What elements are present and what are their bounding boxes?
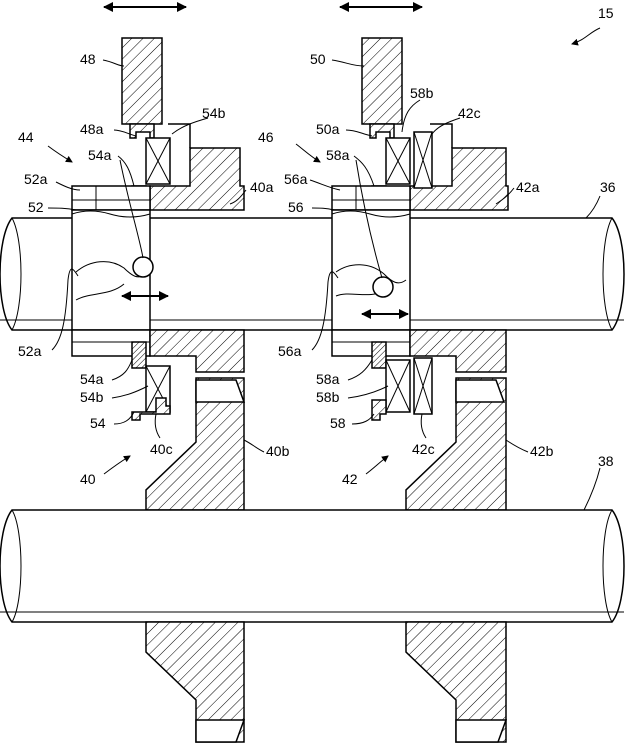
sleeve-56-bottom-rim — [331, 329, 411, 357]
gear-40-hub-step — [168, 123, 191, 148]
sleeve-56-top-rim — [331, 185, 411, 211]
label-48a: 48a — [80, 121, 104, 137]
label-54b-top: 54b — [202, 105, 226, 121]
label-44: 44 — [18, 129, 34, 145]
gear-40-tooth-top — [195, 379, 246, 403]
label-40: 40 — [80, 471, 96, 487]
label-52a-bottom: 52a — [18, 343, 42, 359]
label-36: 36 — [600, 179, 616, 195]
shift-fork-48 — [121, 37, 163, 125]
gear-40a-upper — [149, 147, 245, 211]
ref-15-arrow — [571, 27, 601, 46]
label-40a: 40a — [250, 179, 274, 195]
gear-42-lower-hub — [409, 329, 507, 373]
label-54: 54 — [90, 415, 106, 431]
label-42c-top: 42c — [458, 105, 481, 121]
label-42a: 42a — [516, 179, 540, 195]
label-42b: 42b — [530, 443, 554, 459]
label-54a-bottom: 54a — [80, 371, 104, 387]
label-58a-bottom: 58a — [316, 371, 340, 387]
label-56: 56 — [288, 199, 304, 215]
label-50: 50 — [310, 51, 326, 67]
gear-42-tooth-bottom — [455, 719, 508, 743]
sleeve-52-top-rim — [71, 185, 151, 211]
label-58b-top: 58b — [410, 85, 434, 101]
label-58: 58 — [330, 415, 346, 431]
ref-40-arrow — [103, 455, 131, 475]
shift-fork-50a — [369, 123, 395, 139]
fork-54-lower — [131, 397, 171, 421]
gear-40-tooth-bottom — [195, 719, 246, 743]
shift-fork-50 — [361, 37, 403, 125]
label-42c-bottom: 42c — [412, 441, 435, 457]
fork-58-lower — [371, 399, 387, 421]
label-40b: 40b — [266, 443, 290, 459]
ring-54a-bottom — [131, 341, 147, 369]
label-52: 52 — [28, 199, 44, 215]
shaft-38 — [0, 509, 625, 623]
label-42: 42 — [342, 471, 358, 487]
label-54a-top: 54a — [88, 147, 112, 163]
label-52a-top: 52a — [24, 171, 48, 187]
leader-lines — [47, 59, 601, 511]
label-40c: 40c — [150, 441, 173, 457]
label-48: 48 — [80, 51, 96, 67]
label-56a-top: 56a — [284, 171, 308, 187]
label-58a-top: 58a — [326, 147, 350, 163]
ring-58a-bottom — [371, 341, 387, 369]
label-58b-bottom: 58b — [316, 389, 340, 405]
gear-42-hub-step — [430, 123, 453, 148]
label-56a-bottom: 56a — [278, 343, 302, 359]
gear-42-tooth-top — [455, 379, 506, 403]
ref-44-arrow — [47, 145, 73, 163]
label-54b-bottom: 54b — [80, 389, 104, 405]
pin-58a — [372, 276, 394, 298]
shift-fork-48a — [129, 123, 155, 139]
label-46: 46 — [258, 129, 274, 145]
sleeve-56-body — [331, 209, 411, 331]
gear-40-lower-hub — [149, 329, 245, 373]
label-38: 38 — [598, 453, 614, 469]
ref-15-label: 15 — [598, 5, 614, 21]
ref-42-arrow — [365, 455, 389, 475]
label-50a: 50a — [316, 121, 340, 137]
pin-54a-top — [132, 256, 154, 278]
ref-46-arrow — [295, 143, 321, 163]
